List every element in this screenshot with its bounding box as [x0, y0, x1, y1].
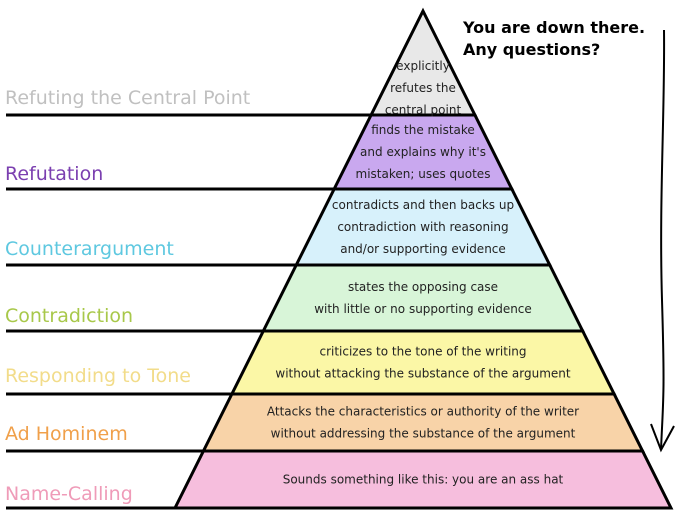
pyramid-tier	[229, 329, 617, 396]
pyramid-tier	[260, 263, 586, 333]
pyramid-tier	[201, 392, 645, 453]
tier-description-line: contradiction with reasoning	[337, 220, 508, 234]
tier-description-line: finds the mistake	[371, 123, 475, 137]
tier-description-line: central point	[385, 103, 462, 117]
pyramid-tier	[172, 449, 674, 510]
note-line-1: You are down there.	[462, 18, 645, 37]
tier-description-line: mistaken; uses quotes	[356, 167, 491, 181]
arrow-icon	[660, 29, 666, 451]
tier-description-line: criticizes to the tone of the writing	[319, 345, 526, 359]
level-labels: Refuting the Central PointRefutationCoun…	[5, 87, 250, 505]
tier-description-line: contradicts and then backs up	[332, 198, 514, 212]
tier-description-line: states the opposing case	[348, 280, 498, 294]
tier-description-line: without attacking the substance of the a…	[275, 367, 571, 381]
note-line-2: Any questions?	[463, 40, 600, 59]
level-label: Contradiction	[5, 305, 133, 327]
level-label: Responding to Tone	[5, 365, 191, 387]
tier-description-line: with little or no supporting evidence	[314, 302, 532, 316]
tier-description-line: without addressing the substance of the …	[271, 427, 576, 441]
tier-description-line: refutes the	[390, 81, 456, 95]
tier-description-line: and explains why it's	[360, 145, 486, 159]
tier-description-line: and/or supporting evidence	[340, 242, 506, 256]
level-label: Name-Calling	[5, 483, 133, 505]
tier-descriptions: explicitly refutes the central point finds …	[267, 59, 579, 487]
level-label: Refuting the Central Point	[5, 87, 250, 109]
level-label: Counterargument	[5, 238, 174, 260]
tier-description-line: Attacks the characteristics or authority…	[267, 405, 579, 419]
tier-description-line: Sounds something like this: you are an a…	[283, 473, 564, 487]
level-label: Refutation	[5, 163, 103, 185]
pyramid-tiers	[172, 7, 674, 510]
level-label: Ad Hominem	[5, 423, 128, 445]
arrowhead-icon	[650, 423, 675, 453]
level-rules	[6, 113, 372, 510]
tier-description-line: explicitly	[396, 59, 450, 73]
